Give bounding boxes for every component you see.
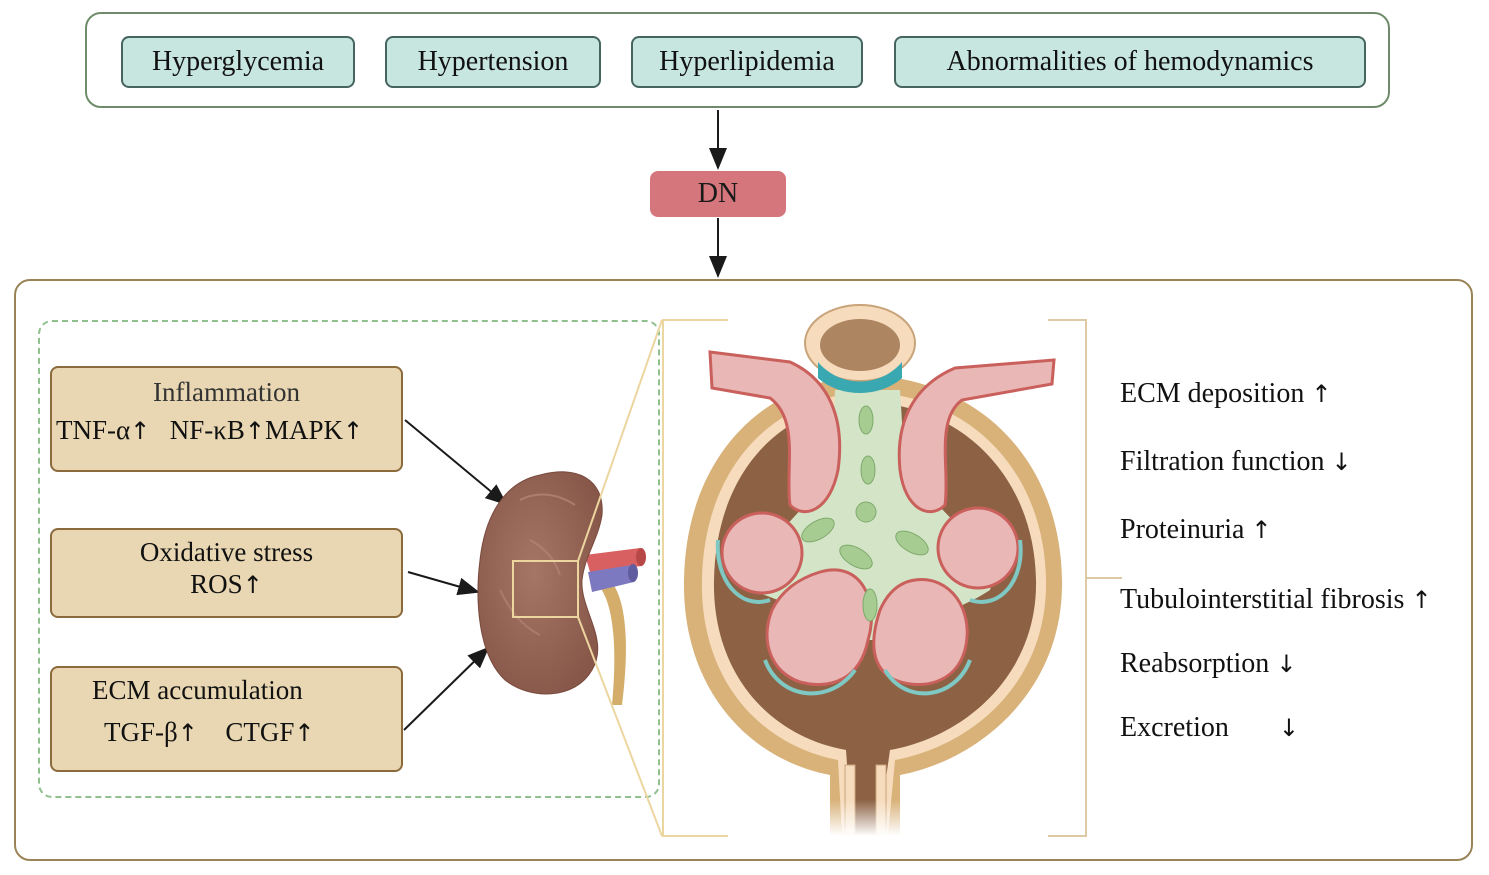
zoom-line-top	[577, 319, 663, 562]
marker-name: ROS	[190, 569, 243, 599]
marker-name: TNF-α	[56, 415, 131, 445]
down-arrow-icon: ↓	[1278, 714, 1299, 742]
outcome-label: Filtration function	[1120, 446, 1325, 477]
outcome-proteinuria: Proteinuria ↑	[1120, 514, 1272, 546]
marker-name: NF-κB	[169, 415, 245, 445]
mechanism-markers: TGF-β↑ CTGF↑	[52, 716, 401, 749]
outcome-ecm-deposition: ECM deposition ↑	[1120, 378, 1331, 410]
risk-factor-label: Abnormalities of hemodynamics	[946, 46, 1314, 77]
up-arrow-icon: ↑	[1311, 380, 1332, 408]
risk-factor-hypertension: Hypertension	[385, 36, 601, 88]
arrow-inflammation-to-kidney	[404, 419, 508, 506]
risk-factor-hemodynamics: Abnormalities of hemodynamics	[894, 36, 1366, 88]
glomerulus-icon	[683, 304, 1063, 836]
outcome-label: ECM deposition	[1120, 378, 1305, 409]
up-arrow-icon: ↑	[242, 571, 263, 599]
outcome-label: Proteinuria	[1120, 514, 1245, 545]
glomerulus-bracket-left	[662, 319, 728, 837]
mechanism-markers: ROS↑	[52, 568, 401, 601]
outcome-reabsorption: Reabsorption ↓	[1120, 648, 1296, 680]
glomerulus-bracket-right	[1048, 319, 1122, 837]
marker-name: MAPK	[265, 415, 344, 445]
outcome-filtration-function: Filtration function ↓	[1120, 446, 1352, 478]
outcome-label: Tubulointerstitial fibrosis	[1120, 584, 1405, 615]
up-arrow-icon: ↑	[294, 719, 315, 747]
outcome-excretion: Excretion ↓	[1120, 712, 1299, 744]
distal-tubule	[804, 304, 916, 393]
mechanism-title: ECM accumulation	[92, 675, 303, 705]
down-arrow-icon: ↓	[1331, 448, 1352, 476]
mechanism-markers: TNF-α↑ NF-κB↑MAPK↑	[52, 414, 401, 447]
risk-factor-hyperlipidemia: Hyperlipidemia	[631, 36, 863, 88]
arrow-oxidative-to-kidney	[407, 571, 480, 596]
mechanisms-group	[38, 320, 660, 798]
risk-factor-label: Hypertension	[417, 46, 569, 77]
dn-label: DN	[697, 178, 739, 209]
marker-name: CTGF	[225, 717, 295, 747]
kidney-icon	[477, 471, 646, 705]
outcome-label: Excretion	[1120, 712, 1229, 743]
dn-node: DN	[650, 171, 786, 217]
mechanism-ecm-accumulation: ECM accumulation TGF-β↑ CTGF↑	[50, 666, 403, 772]
risk-factors-panel: Hyperglycemia Hypertension Hyperlipidemi…	[85, 12, 1390, 108]
zoom-line-bottom	[577, 616, 663, 837]
mechanism-inflammation: Inflammation TNF-α↑ NF-κB↑MAPK↑	[50, 366, 403, 472]
outcome-label: Reabsorption	[1120, 648, 1270, 679]
risk-factor-label: Hyperglycemia	[151, 46, 325, 77]
marker-name: TGF-β	[104, 717, 178, 747]
mechanism-title: Oxidative stress	[139, 537, 314, 567]
mechanism-title: Inflammation	[153, 377, 300, 407]
mechanism-oxidative-stress: Oxidative stress ROS↑	[50, 528, 403, 618]
up-arrow-icon: ↑	[177, 719, 198, 747]
risk-factor-hyperglycemia: Hyperglycemia	[121, 36, 355, 88]
up-arrow-icon: ↑	[1251, 516, 1272, 544]
down-arrow-icon: ↓	[1276, 650, 1297, 678]
risk-factor-label: Hyperlipidemia	[659, 46, 835, 77]
arrow-ecm-to-kidney	[403, 646, 490, 731]
outcome-tubulointerstitial-fibrosis: Tubulointerstitial fibrosis ↑	[1120, 584, 1432, 616]
up-arrow-icon: ↑	[1411, 586, 1432, 614]
up-arrow-icon: ↑	[343, 417, 364, 445]
up-arrow-icon: ↑	[244, 417, 265, 445]
pathology-panel	[14, 279, 1473, 861]
up-arrow-icon: ↑	[130, 417, 151, 445]
